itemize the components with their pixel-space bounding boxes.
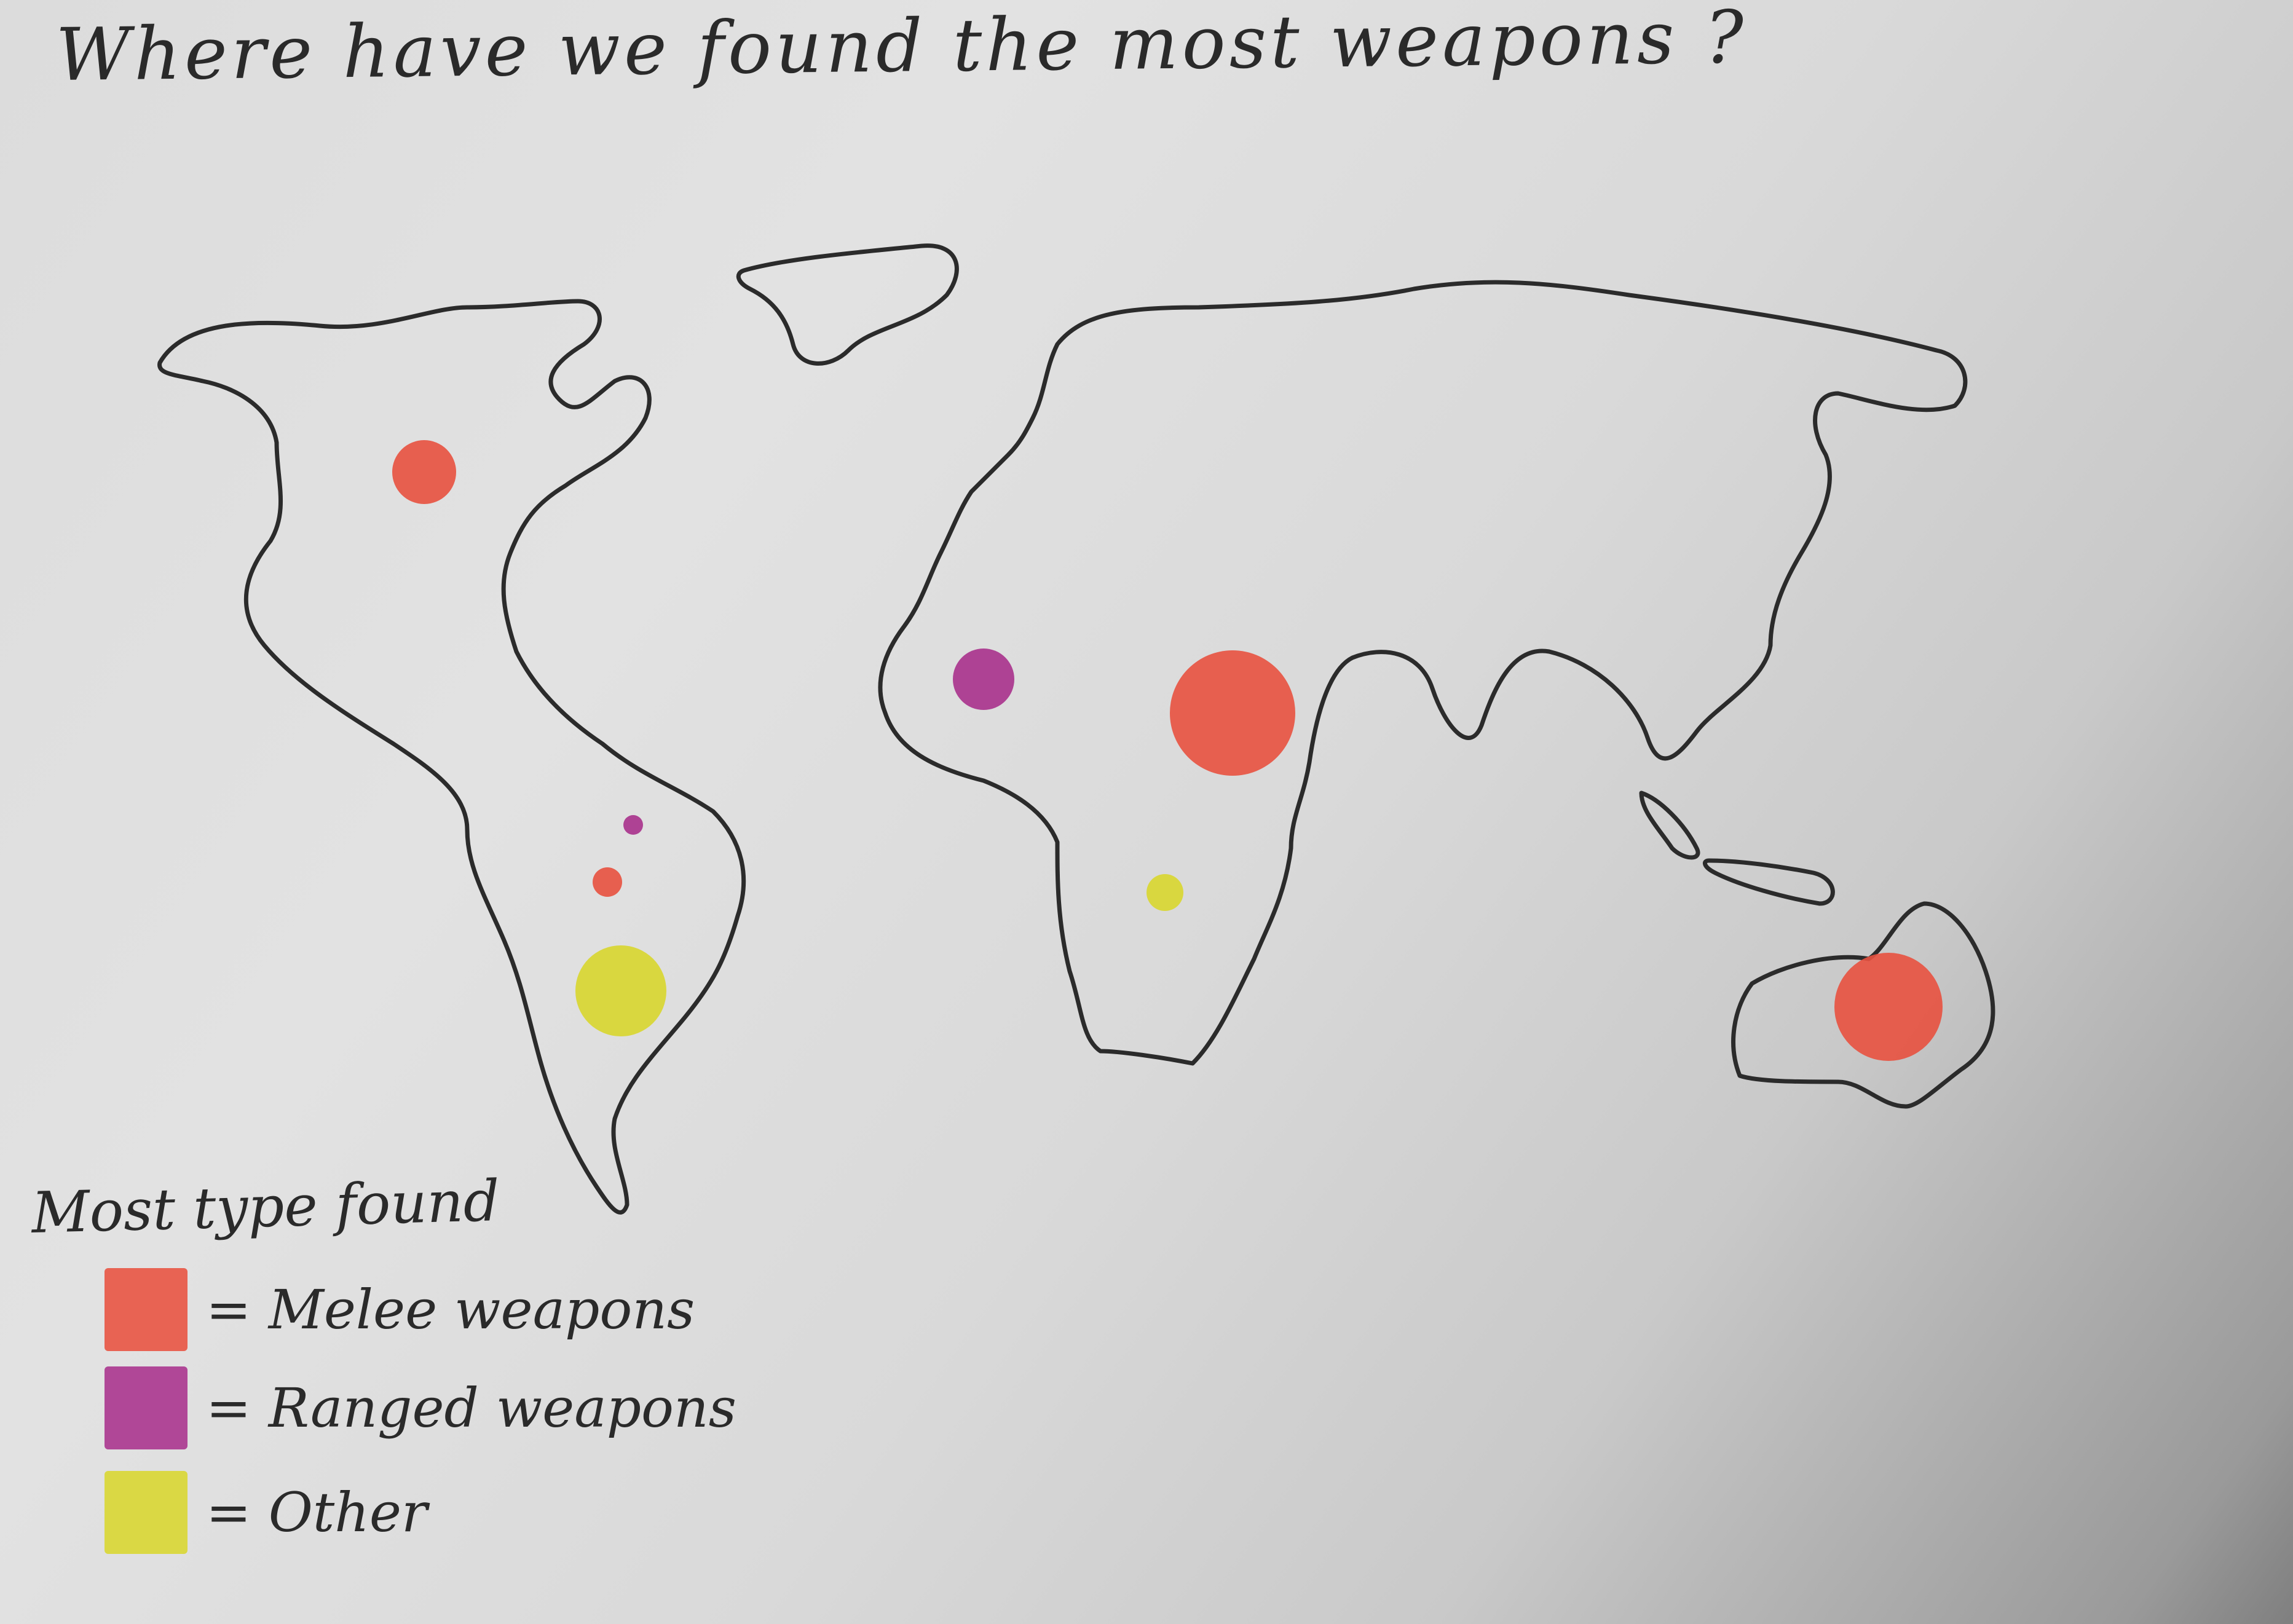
markers-layer [392, 440, 1943, 1061]
java-outline [1703, 858, 1835, 906]
australia-outline [1731, 901, 1995, 1109]
legend-swatch-melee [105, 1267, 187, 1351]
legend-item-other: = Other [105, 1463, 427, 1561]
marker-australia [1834, 953, 1943, 1061]
americas-outline [157, 299, 746, 1215]
legend-title: Most type found [31, 1168, 500, 1246]
legend-label-ranged: = Ranged weapons [206, 1376, 736, 1440]
legend-swatch-ranged [105, 1366, 187, 1449]
legend-label-other: = Other [206, 1480, 428, 1544]
marker-south-america-north [623, 815, 643, 835]
sumatra-outline [1639, 790, 1700, 860]
marker-middle-east [1170, 650, 1295, 776]
marker-southern-africa [1146, 874, 1183, 911]
greenland-outline [736, 243, 959, 366]
marker-west-africa [953, 648, 1014, 710]
legend-label-melee: = Melee weapons [206, 1277, 695, 1341]
marker-south-america-south [575, 945, 666, 1036]
legend: Most type found = Melee weapons = Ranged… [31, 1168, 830, 1574]
marker-south-america-central [593, 867, 622, 897]
marker-north-america [392, 440, 456, 504]
legend-item-ranged: = Ranged weapons [105, 1358, 736, 1457]
legend-item-melee: = Melee weapons [105, 1260, 695, 1358]
legend-swatch-other [105, 1470, 187, 1554]
afro-eurasia-outline [878, 280, 1968, 1066]
